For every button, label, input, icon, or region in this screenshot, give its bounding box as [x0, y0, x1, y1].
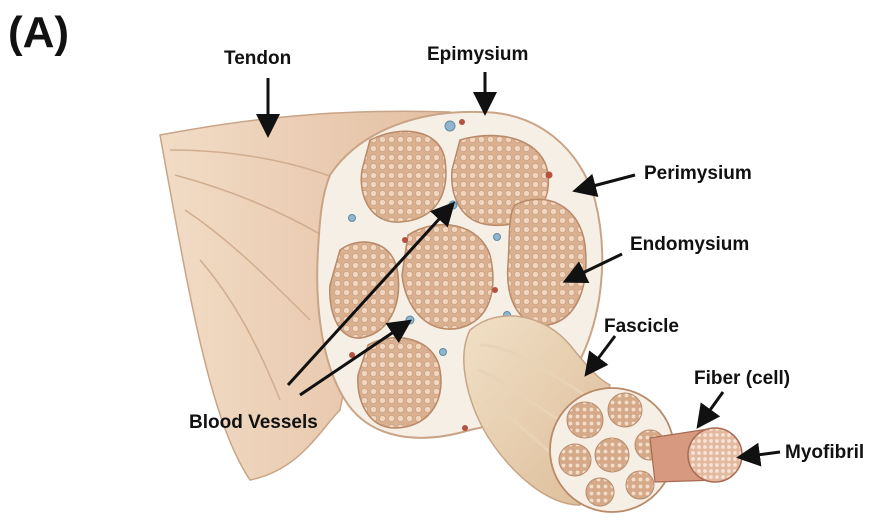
label-myofibril: Myofibril [785, 442, 864, 464]
label-perimysium: Perimysium [644, 163, 752, 185]
panel-letter: (A) [8, 8, 69, 58]
label-blood-vessels: Blood Vessels [189, 412, 318, 434]
label-endomysium: Endomysium [630, 234, 749, 256]
label-fascicle: Fascicle [604, 316, 679, 338]
fascicle-section [361, 131, 446, 222]
label-tendon: Tendon [224, 48, 291, 70]
label-epimysium: Epimysium [427, 44, 528, 66]
fascicle-section [358, 338, 441, 428]
myofibril-end [688, 428, 742, 482]
label-fiber-cell: Fiber (cell) [694, 368, 790, 390]
fascicle-section [508, 199, 586, 325]
